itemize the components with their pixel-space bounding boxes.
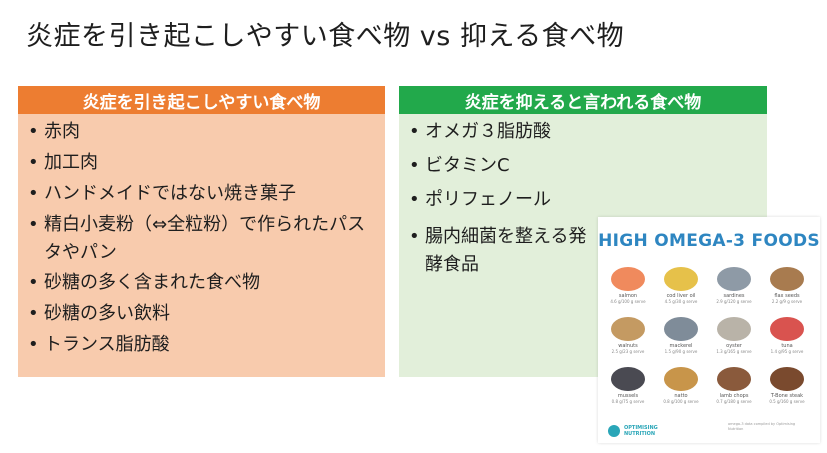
food-name: tuna	[781, 343, 793, 349]
poster-footer: OPTIMISING NUTRITION	[608, 425, 658, 437]
food-name: flax seeds	[774, 293, 800, 299]
food-name: sardines	[723, 293, 745, 299]
bullet-icon: •	[409, 189, 420, 210]
right-column-header: 炎症を抑えると言われる食べ物	[399, 86, 767, 114]
bullet-icon: •	[28, 303, 39, 324]
food-amount: 2.5 g/23 g serve	[611, 349, 645, 354]
list-item: •腸内細菌を整える発酵食品	[409, 223, 599, 279]
list-item: •トランス脂肪酸	[28, 331, 170, 359]
food-amount: 0.5 g/160 g serve	[769, 399, 805, 404]
food-image	[664, 367, 698, 391]
bullet-icon: •	[409, 226, 420, 247]
food-amount: 0.7 g/180 g serve	[716, 399, 752, 404]
food-image	[770, 267, 804, 291]
food-amount: 1.3 g/165 g serve	[716, 349, 752, 354]
bullet-icon: •	[28, 272, 39, 293]
food-amount: 1.5 g/90 g serve	[664, 349, 698, 354]
food-image	[717, 367, 751, 391]
food-name: cod liver oil	[666, 293, 696, 299]
food-amount: 2.2 g/9 g serve	[771, 299, 803, 304]
food-amount: 4.5 g/30 g serve	[664, 299, 698, 304]
food-amount: 1.4 g/95 g serve	[770, 349, 804, 354]
list-item: •砂糖の多い飲料	[28, 300, 170, 328]
food-amount: 0.8 g/75 g serve	[611, 399, 645, 404]
food-name: mackerel	[669, 343, 693, 349]
food-image	[717, 267, 751, 291]
food-image	[611, 367, 645, 391]
brand-logo-icon	[608, 425, 620, 437]
poster-brand: OPTIMISING NUTRITION	[624, 425, 658, 437]
bullet-icon: •	[28, 121, 39, 142]
food-name: mussels	[617, 393, 639, 399]
food-image	[664, 317, 698, 341]
bullet-icon: •	[28, 152, 39, 173]
list-item: •ポリフェノール	[409, 186, 551, 214]
food-name: T-Bone steak	[770, 393, 804, 399]
poster-note: omega-3 data compiled by Optimising Nutr…	[728, 422, 796, 431]
food-amount: 4.6 g/100 g serve	[610, 299, 646, 304]
left-column-body: •赤肉 •加工肉 •ハンドメイドではない焼き菓子 •精白小麦粉（⇔全粒粉）で作ら…	[18, 114, 385, 377]
bullet-icon: •	[28, 183, 39, 204]
list-item: •砂糖の多く含まれた食べ物	[28, 269, 260, 297]
food-name: natto	[674, 393, 688, 399]
list-item: •加工肉	[28, 149, 98, 177]
list-item: •赤肉	[28, 118, 80, 146]
food-image	[770, 367, 804, 391]
poster-title: HIGH OMEGA-3 FOODS	[598, 231, 820, 251]
food-image	[770, 317, 804, 341]
list-item: •ビタミンC	[409, 152, 510, 180]
left-column-header: 炎症を引き起こしやすい食べ物	[18, 86, 385, 114]
food-image	[664, 267, 698, 291]
food-name: oyster	[726, 343, 742, 349]
food-name: salmon	[618, 293, 638, 299]
list-item: •オメガ３脂肪酸	[409, 118, 551, 146]
bullet-icon: •	[28, 214, 39, 235]
slide-title: 炎症を引き起こしやすい食べ物 vs 抑える食べ物	[26, 21, 625, 52]
food-image	[611, 317, 645, 341]
food-image	[611, 267, 645, 291]
list-item: •ハンドメイドではない焼き菓子	[28, 180, 296, 208]
food-amount: 2.9 g/120 g serve	[716, 299, 752, 304]
food-name: lamb chops	[719, 393, 749, 399]
bullet-icon: •	[409, 121, 420, 142]
food-image	[717, 317, 751, 341]
bullet-icon: •	[409, 155, 420, 176]
food-name: walnuts	[618, 343, 638, 349]
list-item: •精白小麦粉（⇔全粒粉）で作られたパスタやパン	[28, 211, 378, 267]
food-amount: 0.8 g/100 g serve	[663, 399, 699, 404]
bullet-icon: •	[28, 334, 39, 355]
